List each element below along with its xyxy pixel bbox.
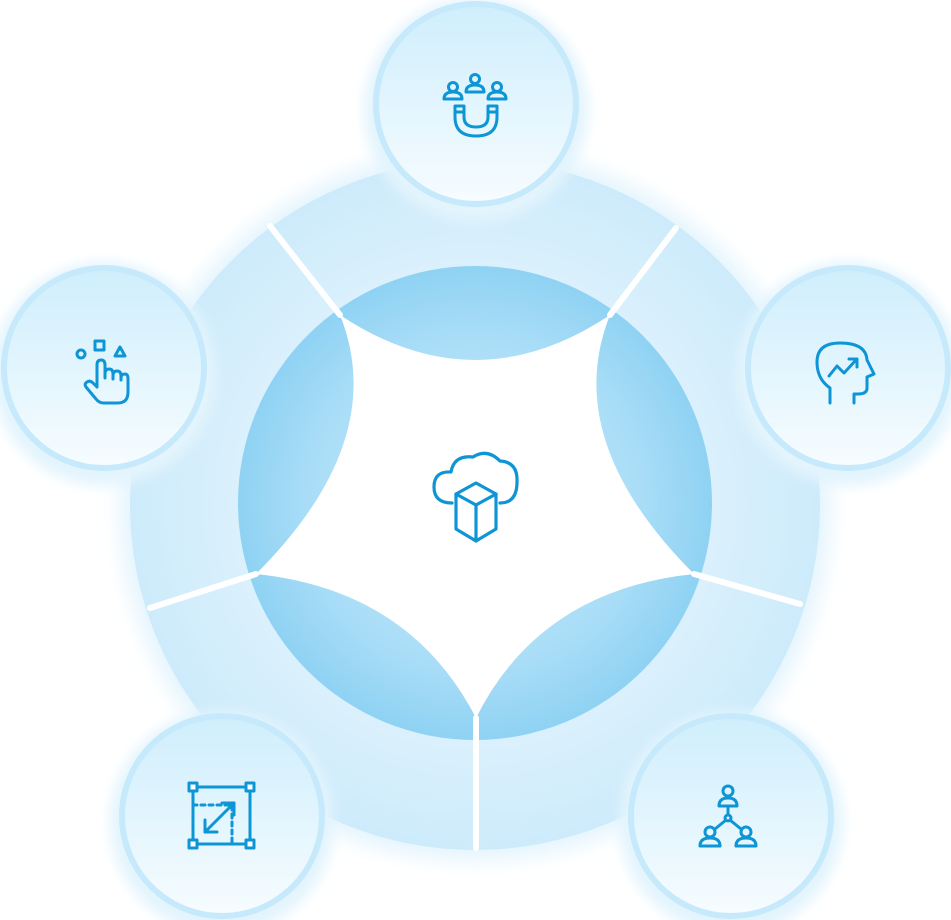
magnet-people-icon — [442, 73, 508, 138]
hierarchy-people-icon — [698, 784, 758, 848]
segment-separators — [147, 223, 803, 851]
node-bottom-right — [619, 710, 843, 920]
node-bottom-left — [110, 710, 334, 920]
node-right — [736, 262, 951, 486]
head-growth-icon — [815, 341, 876, 405]
hand-select-icon — [75, 339, 130, 405]
node-top — [364, 0, 588, 222]
cloud-box-icon — [432, 451, 519, 543]
resize-icon — [187, 781, 256, 850]
node-left — [0, 262, 216, 486]
